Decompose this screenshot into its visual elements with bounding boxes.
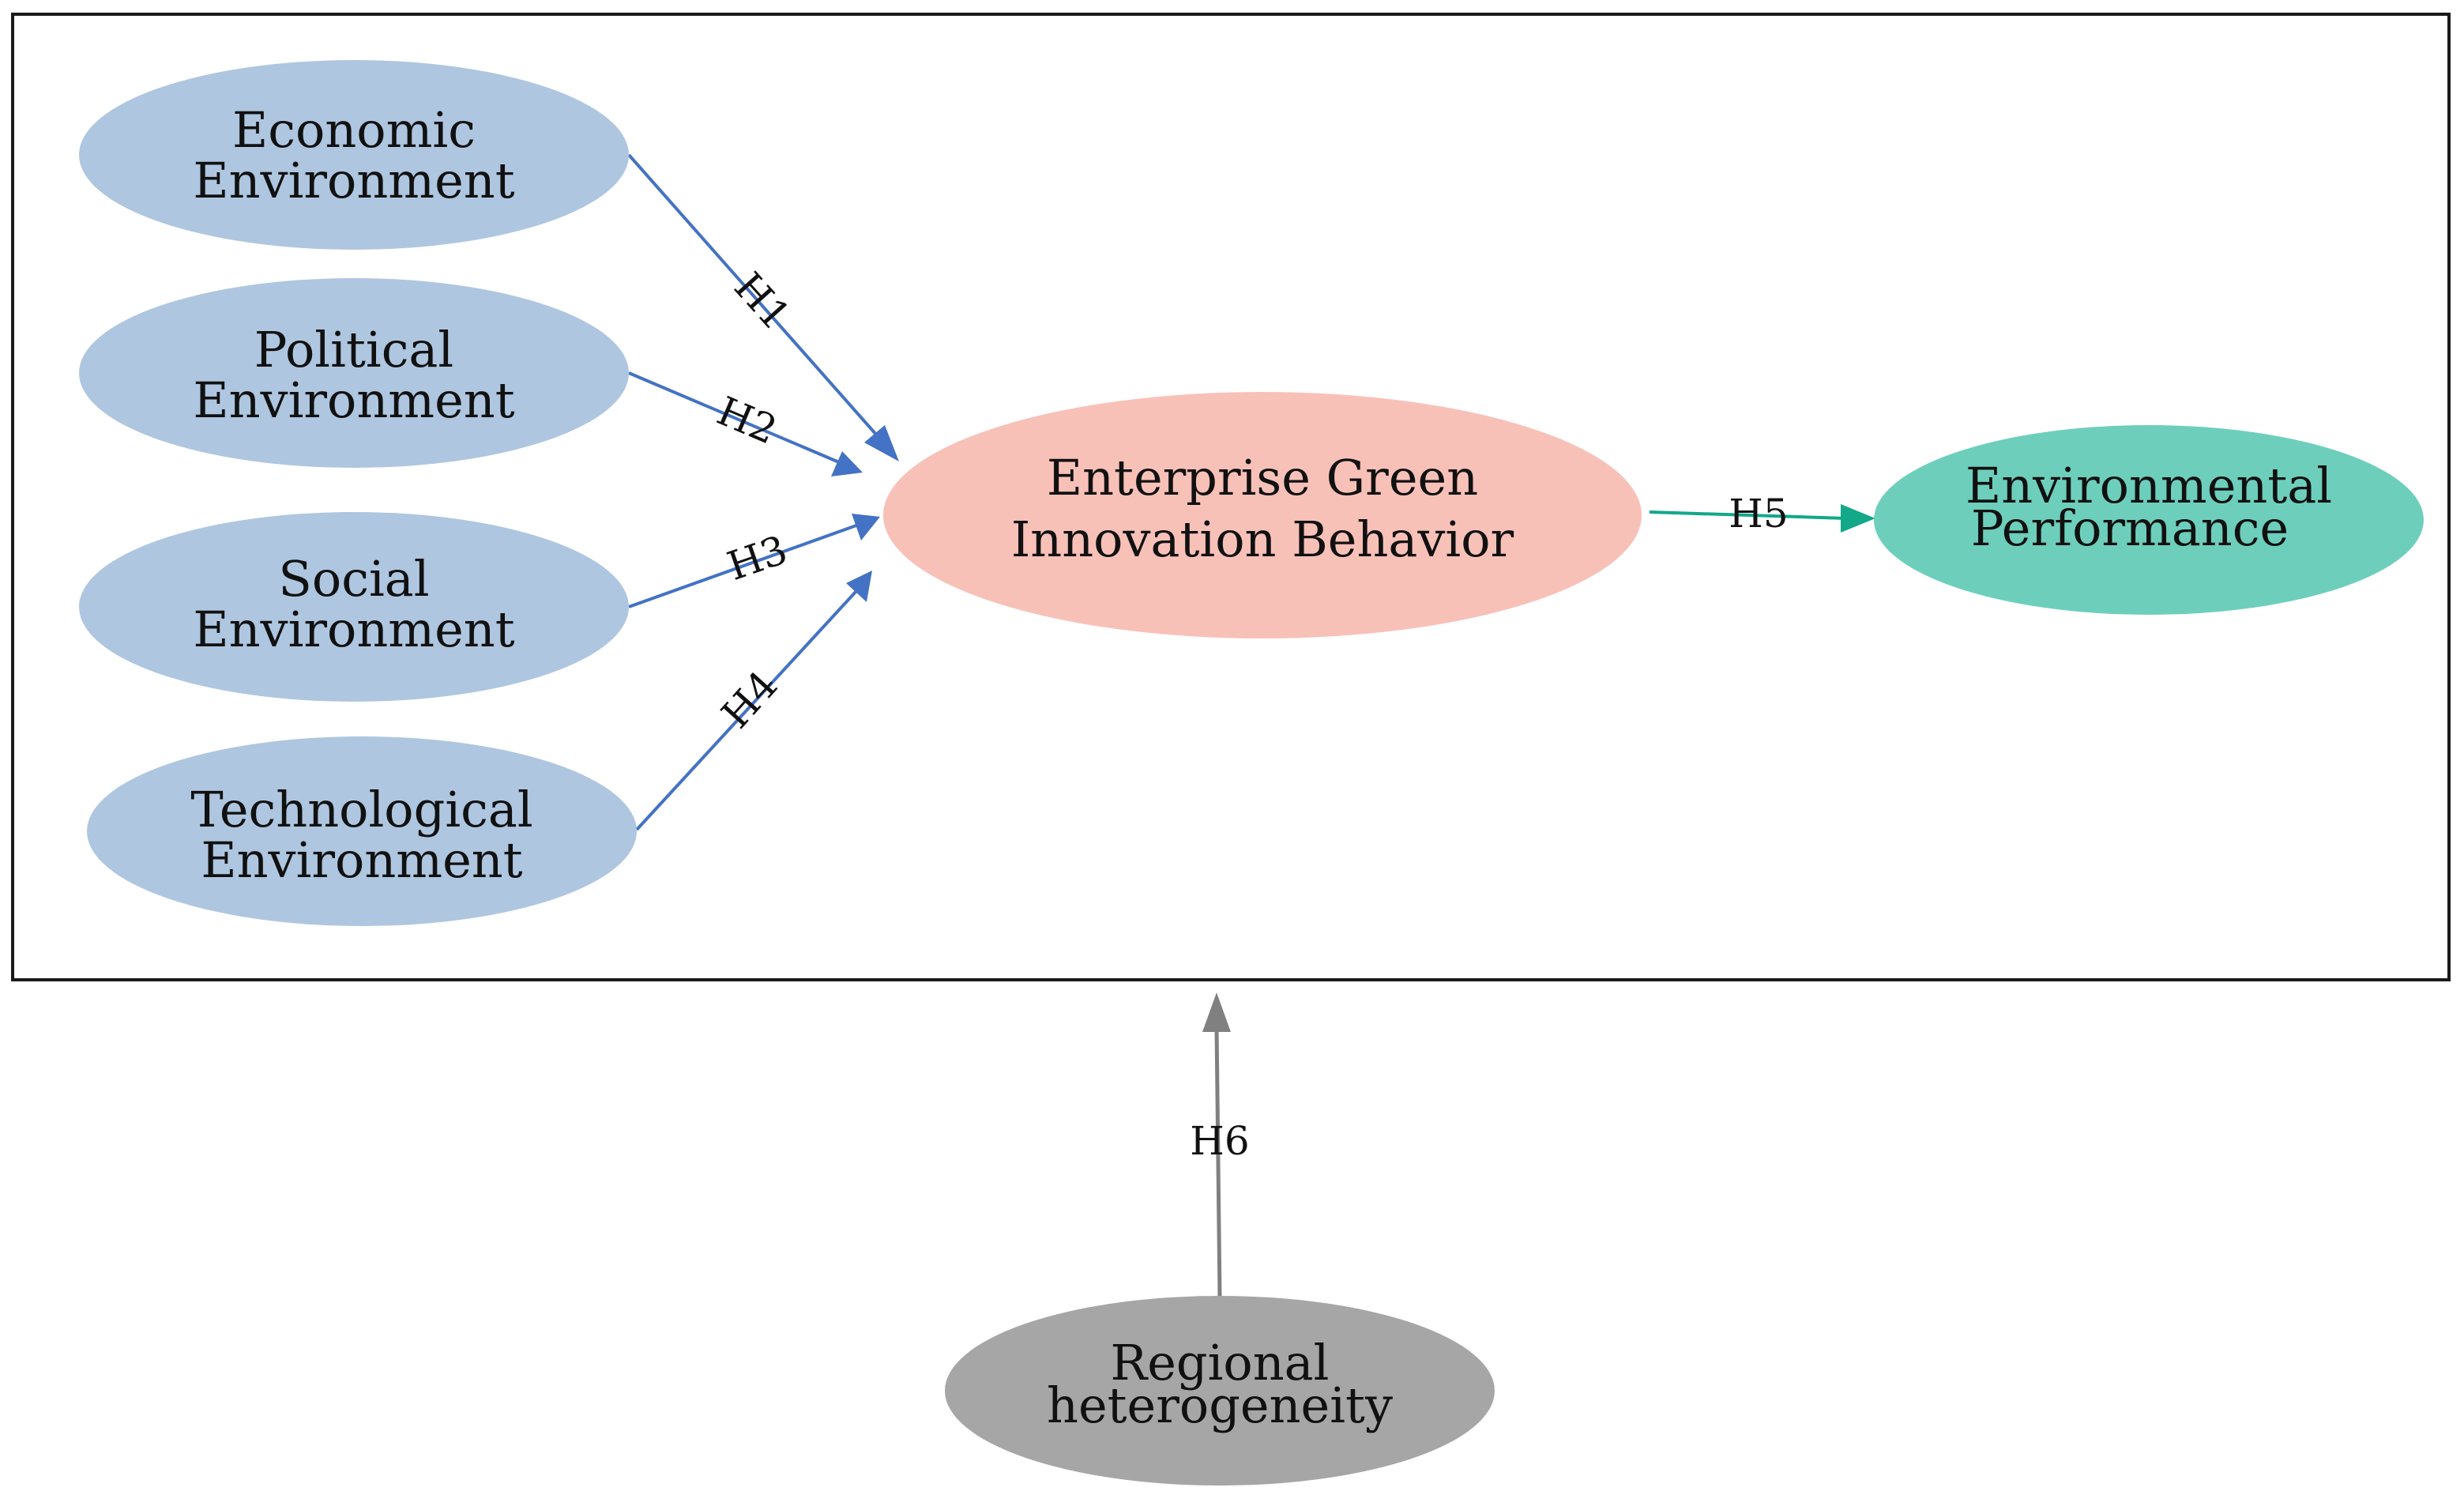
framework-boundary-box [11, 13, 2451, 981]
node-political-environment: Political Environment [79, 278, 629, 468]
edge-label-h3: H3 [722, 527, 793, 589]
node-social-line1: Social [278, 550, 429, 608]
edge-h5-arrowhead [1841, 504, 1875, 533]
edge-label-h5: H5 [1729, 491, 1788, 537]
edge-h6-regional-to-framework [1214, 1026, 1222, 1297]
node-technological-line2: Environment [201, 831, 522, 889]
node-social-line2: Environment [193, 601, 514, 658]
node-regional-line2: heterogeneity [1047, 1376, 1393, 1434]
edge-h1-economic-to-egib [627, 153, 885, 444]
node-technological-line1: Technological [190, 781, 532, 838]
edge-h4-technological-to-egib [635, 589, 858, 831]
edge-h2-arrowhead [831, 451, 863, 476]
edge-h2-political-to-egib [628, 371, 840, 464]
edge-h3-social-to-egib [628, 524, 857, 608]
node-egib-line1: Enterprise Green [1047, 449, 1478, 506]
node-social-environment: Social Environment [79, 512, 629, 702]
node-political-line2: Environment [193, 371, 514, 429]
edge-label-h2: H2 [711, 388, 784, 454]
node-environmental-performance: Environmental Performance [1874, 425, 2424, 615]
node-economic-line2: Environment [193, 152, 514, 209]
edge-label-h4: H4 [713, 662, 787, 737]
node-regional-line1: Regional [1111, 1334, 1330, 1391]
node-enterprise-green-innovation-behavior: Enterprise Green Innovation Behavior [883, 392, 1642, 638]
edge-h4-arrowhead [846, 571, 872, 602]
node-economic-line1: Economic [232, 101, 476, 159]
node-technological-environment: Technological Environment [87, 736, 637, 926]
node-performance-line1: Environmental [1966, 457, 2332, 514]
edge-h6-arrowhead [1202, 992, 1231, 1032]
edge-label-h6: H6 [1190, 1118, 1249, 1164]
edge-h3-arrowhead [852, 514, 880, 540]
edge-h5-egib-to-performance [1649, 510, 1846, 520]
node-egib-line2: Innovation Behavior [1011, 510, 1514, 568]
node-political-line1: Political [254, 321, 453, 378]
edge-h1-arrowhead [864, 425, 899, 461]
node-regional-heterogeneity: Regional heterogeneity [945, 1296, 1495, 1486]
node-economic-environment: Economic Environment [79, 60, 629, 250]
node-performance-line2: Performance [1971, 499, 2289, 557]
